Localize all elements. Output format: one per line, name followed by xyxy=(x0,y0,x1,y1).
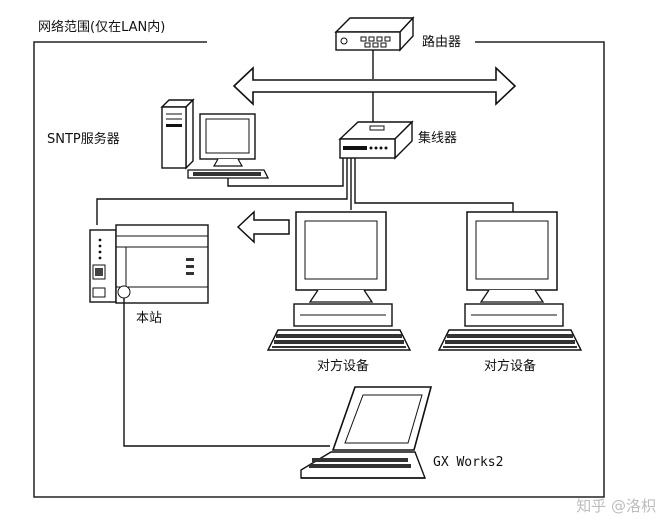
diagram-title: 网络范围(仅在LAN内) xyxy=(36,20,168,36)
hub-label: 集线器 xyxy=(418,131,458,146)
hub-device xyxy=(338,120,414,160)
peer-device-1-label: 对方设备 xyxy=(317,359,370,374)
peer-device-2-label: 对方设备 xyxy=(484,359,537,374)
station-plc-device xyxy=(89,224,209,304)
router-device xyxy=(334,16,415,52)
sntp-server-label: SNTP服务器 xyxy=(47,132,120,147)
router-label: 路由器 xyxy=(418,35,466,51)
gx-works-label: GX Works2 xyxy=(433,455,504,470)
lan-boundary xyxy=(33,41,605,498)
hub-peer2-link xyxy=(354,158,514,212)
sync-direction-arrow xyxy=(236,210,290,244)
peer-device-2 xyxy=(437,211,583,351)
sntp-hub-link xyxy=(227,158,344,187)
lan-backbone-arrow xyxy=(232,66,517,106)
watermark: 知乎 @洛枳 xyxy=(576,497,656,515)
laptop-device xyxy=(300,386,433,479)
sntp-server-device xyxy=(160,98,270,179)
hub-station-link xyxy=(96,158,348,225)
peer-device-1 xyxy=(266,211,412,351)
station-laptop-link xyxy=(123,298,330,447)
station-label: 本站 xyxy=(136,311,163,326)
